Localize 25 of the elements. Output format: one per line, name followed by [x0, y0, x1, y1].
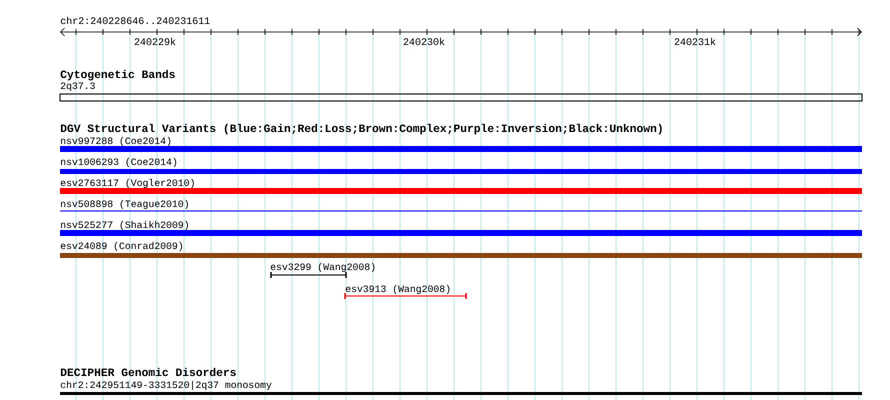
node-label: nsv1006293 (Coe2014)	[61, 158, 176, 168]
node-label: nsv997288 (Coe2014)	[61, 136, 170, 146]
variant-bar: nsv1006293 (Coe2014)	[60, 158, 862, 174]
node-label: nsv508898 (Teague2010)	[61, 200, 188, 210]
cytoband-bar: 2q37.3	[60, 82, 862, 102]
node-label: esv2763117 (Vogler2010)	[60, 178, 194, 188]
tick-label: 240229k	[134, 38, 176, 46]
disorder-bar: chr2:242951149-3331520|2q37 monosomy	[60, 380, 862, 395]
tick-label: 240230k	[404, 38, 444, 46]
variant-bar: nsv508898 (Teague2010)	[60, 200, 862, 212]
variant-bar: nsv525277 (Shaikh2009)	[60, 220, 862, 236]
position-label: chr2:240228646..240231611	[60, 16, 210, 24]
tick-label: 240231k	[674, 38, 716, 46]
node-label: esv24089 (Conrad2009)	[60, 242, 182, 252]
variant-bar: esv24089 (Conrad2009)	[60, 242, 862, 258]
variant-bar: esv3299 (Wang2008)	[270, 262, 374, 279]
node-label: nsv525277 (Shaikh2009)	[61, 220, 188, 230]
variant-bar: nsv997288 (Coe2014)	[60, 136, 862, 152]
variant-bar: esv2763117 (Vogler2010)	[60, 178, 862, 194]
track-title: Cytogenetic Bands	[60, 70, 175, 80]
track-title: DGV Structural Variants (Blue:Gain;Red:Loss;Brown:Complex;Purple:Inversion;Black:Unknown)	[60, 124, 662, 134]
node-label: chr2:242951149-3331520|2q37 monosomy	[60, 380, 272, 390]
variant-bar: esv3913 (Wang2008)	[344, 284, 467, 300]
node-label: 2q37.3	[60, 82, 95, 92]
track-title: DECIPHER Genomic Disorders	[60, 368, 236, 376]
